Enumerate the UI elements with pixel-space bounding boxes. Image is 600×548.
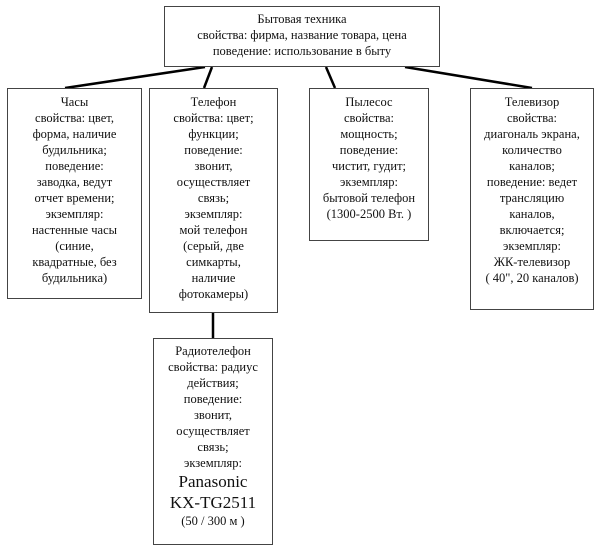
node-text-line: свойства: цвет; bbox=[173, 111, 254, 125]
node-text-line: поведение: bbox=[184, 143, 243, 157]
node-text-line: экземпляр: bbox=[502, 239, 562, 253]
node-text-line: поведение: ведет bbox=[486, 175, 578, 189]
node-text-line: бытовой телефон bbox=[322, 191, 416, 205]
node-text-line: трансляцию bbox=[499, 191, 565, 205]
node-vacuum-cleaner: Пылесос свойства: мощность; поведение: ч… bbox=[309, 88, 429, 241]
node-text-line: свойства: радиус bbox=[168, 360, 258, 374]
node-text-line: будильника; bbox=[42, 143, 107, 157]
node-text-line: заводка, ведут bbox=[36, 175, 113, 189]
node-text-line: звонит, bbox=[194, 159, 233, 173]
node-text-line: (синие, bbox=[55, 239, 94, 253]
node-text-line: каналов; bbox=[509, 159, 555, 173]
connector-root-clock bbox=[64, 65, 206, 90]
node-text-line: квадратные, без bbox=[32, 255, 117, 269]
node-text-line: экземпляр: bbox=[184, 207, 243, 221]
model-number: KX-TG2511 bbox=[169, 493, 257, 512]
node-text-line: функции; bbox=[188, 127, 239, 141]
node-text-line: отчет времени; bbox=[34, 191, 115, 205]
node-text-line: каналов, bbox=[509, 207, 555, 221]
node-text-line: связь; bbox=[197, 440, 229, 454]
node-text-line: (серый, две bbox=[183, 239, 244, 253]
node-text-line: экземпляр: bbox=[339, 175, 399, 189]
node-text-line: (1300-2500 Вт. ) bbox=[326, 207, 412, 221]
node-text-line: звонит, bbox=[193, 408, 233, 422]
node-text-line: свойства: bbox=[343, 111, 395, 125]
node-text-line: осуществляет bbox=[176, 424, 250, 438]
node-text-line: поведение: bbox=[183, 392, 243, 406]
node-text-line: чистит, гудит; bbox=[331, 159, 407, 173]
node-phone: Телефон свойства: цвет; функции; поведен… bbox=[149, 88, 278, 313]
node-text-line: поведение: bbox=[45, 159, 104, 173]
node-clock: Часы свойства: цвет, форма, наличие буди… bbox=[7, 88, 142, 299]
node-text-line: ( 40", 20 каналов) bbox=[485, 271, 579, 285]
node-title: Пылесос bbox=[345, 95, 393, 109]
model-brand: Panasonic bbox=[178, 472, 248, 491]
node-text-line: фотокамеры) bbox=[178, 287, 249, 301]
node-text-line: экземпляр: bbox=[183, 456, 243, 470]
node-title: Телевизор bbox=[504, 95, 560, 109]
node-text-line: мой телефон bbox=[179, 223, 248, 237]
model-range: (50 / 300 м ) bbox=[181, 514, 245, 528]
node-title: Бытовая техника bbox=[257, 12, 347, 26]
node-properties: свойства: фирма, название товара, цена bbox=[197, 28, 407, 42]
node-text-line: свойства: цвет, bbox=[35, 111, 114, 125]
node-behavior: поведение: использование в быту bbox=[212, 44, 392, 58]
node-radiophone: Радиотелефон свойства: радиус действия; … bbox=[153, 338, 273, 545]
connector-root-phone bbox=[202, 66, 214, 89]
connector-root-tv bbox=[404, 65, 533, 90]
node-text-line: включается; bbox=[499, 223, 565, 237]
node-title: Телефон bbox=[190, 95, 237, 109]
node-text-line: диагональ экрана, bbox=[484, 127, 580, 141]
node-text-line: экземпляр: bbox=[45, 207, 104, 221]
node-text-line: количество bbox=[502, 143, 562, 157]
node-title: Радиотелефон bbox=[175, 344, 251, 358]
node-text-line: ЖК-телевизор bbox=[493, 255, 571, 269]
node-text-line: осуществляет bbox=[176, 175, 251, 189]
node-text-line: наличие bbox=[191, 271, 236, 285]
connector-root-vacuum bbox=[324, 66, 337, 89]
node-title: Часы bbox=[60, 95, 89, 109]
node-text-line: свойства: bbox=[506, 111, 558, 125]
node-household-appliances: Бытовая техника свойства: фирма, названи… bbox=[164, 6, 440, 67]
node-tv: Телевизор свойства: диагональ экрана, ко… bbox=[470, 88, 594, 310]
node-text-line: поведение: bbox=[339, 143, 399, 157]
node-text-line: форма, наличие bbox=[32, 127, 117, 141]
node-text-line: симкарты, bbox=[186, 255, 241, 269]
node-text-line: будильника) bbox=[41, 271, 108, 285]
node-text-line: мощность; bbox=[340, 127, 398, 141]
node-text-line: связь; bbox=[197, 191, 230, 205]
node-text-line: действия; bbox=[187, 376, 239, 390]
node-text-line: настенные часы bbox=[31, 223, 118, 237]
